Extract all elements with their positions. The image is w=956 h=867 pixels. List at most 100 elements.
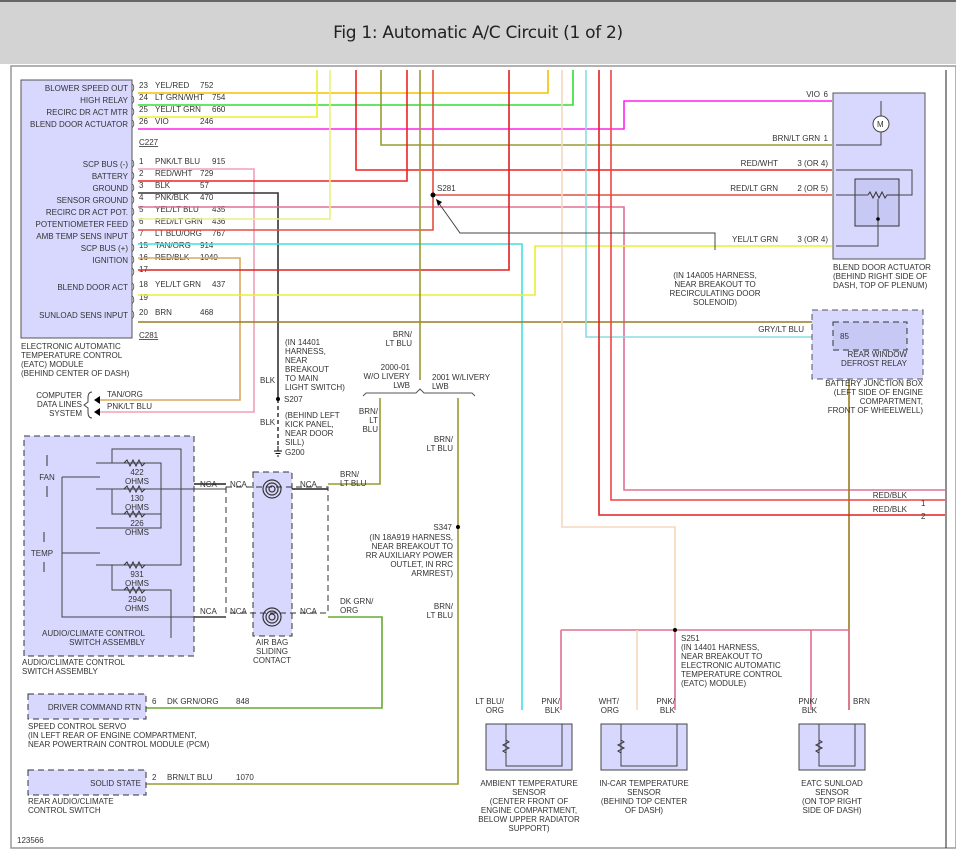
wire-red-lt-grn-436 — [138, 70, 434, 231]
sensor-circuit — [505, 724, 563, 767]
bjb-label-line: BATTERY JUNCTION BOX — [825, 379, 923, 388]
junction-dot — [876, 217, 880, 221]
resistor-value: 422 — [130, 468, 144, 477]
eatc-label-line: TEMPERATURE CONTROL — [21, 351, 123, 360]
livery-right-line: 2001 W/LIVERY — [432, 373, 491, 382]
cdl-label-line: SYSTEM — [49, 409, 82, 418]
sensor-wire-label: BLK — [660, 706, 676, 715]
wire-harness — [98, 70, 945, 785]
s251-note-line: (IN 14401 HARNESS, — [681, 643, 759, 652]
eatc-pin-name: GROUND — [92, 184, 128, 193]
eatc-pin-wire-color: LT GRN/WHT — [155, 93, 204, 102]
s347-note-line: OUTLET, IN RRC — [390, 560, 453, 569]
wire-red-blk-2 — [598, 70, 945, 516]
sensor-label-line: SIDE OF DASH) — [802, 806, 861, 815]
speed-control-wire: DK GRN/ORG — [167, 697, 219, 706]
connector-terminal: ) — [132, 295, 135, 304]
splice-s207-label: S207 — [284, 395, 303, 404]
eatc-pin-number: 7 — [139, 229, 144, 238]
eatc-pin-name: AMB TEMP SENS INPUT — [36, 232, 128, 241]
resistor-icon — [123, 585, 146, 595]
actuator-pin-number: 6 — [824, 90, 829, 99]
cdl-wire-tan-org: TAN/ORG — [107, 390, 143, 399]
blend-door-actuator-label: BLEND DOOR ACTUATOR(BEHIND RIGHT SIDE OF… — [833, 263, 931, 290]
clockspring-coil-icon — [265, 482, 279, 496]
nca-label: NCA — [230, 480, 248, 489]
eatc-pin-number: 24 — [139, 93, 148, 102]
wire-brn-lt-blu-livery — [328, 398, 381, 485]
s207-note-line: HARNESS, — [285, 347, 326, 356]
sensor-wire-label: BLK — [545, 706, 561, 715]
eatc-pin-name: BLOWER SPEED OUT — [45, 84, 128, 93]
connector-terminal: ) — [132, 107, 135, 116]
eatc-pin-circuit: 437 — [212, 280, 226, 289]
continuation-2-ref: 2 — [921, 512, 926, 521]
eatc-module-box — [20, 79, 133, 339]
livery-brace-icon — [362, 388, 476, 397]
nca-connector-frame — [225, 486, 329, 614]
eatc-pin-circuit: 468 — [200, 308, 214, 317]
eatc-pin-name: SUNLOAD SENS INPUT — [39, 311, 128, 320]
eatc-pin-wire-color: RED/LT GRN — [155, 217, 203, 226]
thermistor-icon — [814, 739, 824, 754]
g200-note-line: NEAR DOOR — [285, 429, 334, 438]
switch-assembly-box — [23, 435, 195, 657]
connector-terminal: ) — [132, 282, 135, 291]
bjb-label-line: FRONT OF WHEELWELL) — [828, 406, 924, 415]
s251-note-line: ELECTRONIC AUTOMATIC — [681, 661, 781, 670]
livery-wire-left: BLU — [362, 425, 378, 434]
wire-pnk-blk-470 — [138, 206, 945, 491]
wire-red-wht-to-actuator — [355, 70, 832, 171]
livery-wire-left: LT — [369, 416, 378, 425]
eatc-pin-number: 20 — [139, 308, 148, 317]
continuation-1-ref: 1 — [921, 499, 926, 508]
splice-s251-dot — [673, 628, 677, 632]
resistor-unit: OHMS — [125, 579, 149, 588]
eatc-pin-name: BLEND DOOR ACT — [57, 283, 128, 292]
wire-tan-org-914 — [98, 257, 241, 401]
relay-label-line: REAR WINDOW — [847, 350, 907, 359]
motor-symbol: M — [877, 120, 884, 129]
sensor-wire-label: PNK/ — [798, 697, 817, 706]
rear-audio-pin-number: 2 — [152, 773, 157, 782]
figure-title: Fig 1: Automatic A/C Circuit (1 of 2) — [333, 23, 623, 43]
speed-control-servo-label: SPEED CONTROL SERVO(IN LEFT REAR OF ENGI… — [28, 722, 210, 749]
livery-left-line: W/O LIVERY — [363, 372, 410, 381]
pot-wiper-lead — [836, 199, 879, 247]
resistor-icon — [123, 458, 146, 468]
resistor-ladder-2 — [96, 448, 182, 566]
eatc-pin-wire-color: BRN — [155, 308, 172, 317]
actuator-pin-wire: RED/WHT — [741, 159, 778, 168]
airbag-label-line: SLIDING — [256, 647, 288, 656]
wire-red-wht-729 — [138, 70, 408, 182]
clockspring-coil-icon — [262, 479, 282, 499]
rear-audio-label-line: CONTROL SWITCH — [28, 806, 101, 815]
resistor-unit: OHMS — [125, 528, 149, 537]
sensor-box-sunload — [798, 723, 866, 771]
nca-label: NCA — [200, 480, 218, 489]
s207-note-line: NEAR — [285, 356, 307, 365]
actuator-pin-number: 3 (OR 4) — [797, 159, 828, 168]
nca-label: NCA — [200, 607, 218, 616]
sensor-box-ambient — [485, 723, 573, 771]
fan-label: FAN — [39, 473, 55, 482]
eatc-pin-circuit: 435 — [212, 205, 226, 214]
sensor-wire-label: PNK/ — [656, 697, 675, 706]
rear-audio-label-line: REAR AUDIO/CLIMATE — [28, 797, 114, 806]
cdl-wire-pnk-lt-blu: PNK/LT BLU — [107, 402, 152, 411]
brace-icon — [83, 391, 93, 419]
actuator-pin-number: 2 (OR 5) — [797, 184, 828, 193]
actuator-pin-wire: YEL/LT GRN — [732, 235, 778, 244]
actuator-pin-number: 3 (OR 4) — [797, 235, 828, 244]
eatc-pin-circuit: 767 — [212, 229, 226, 238]
livery-wire-top: LT BLU — [386, 339, 413, 348]
wire-blk-57 — [138, 192, 279, 399]
sensor-label-line: AMBIENT TEMPERATURE — [480, 779, 577, 788]
s251-note-line: TEMPERATURE CONTROL — [681, 670, 783, 679]
splice-s207-dot — [276, 397, 280, 401]
eatc-label-line: ELECTRONIC AUTOMATIC — [21, 342, 121, 351]
wire-dk-grn-org-848 — [146, 616, 383, 709]
